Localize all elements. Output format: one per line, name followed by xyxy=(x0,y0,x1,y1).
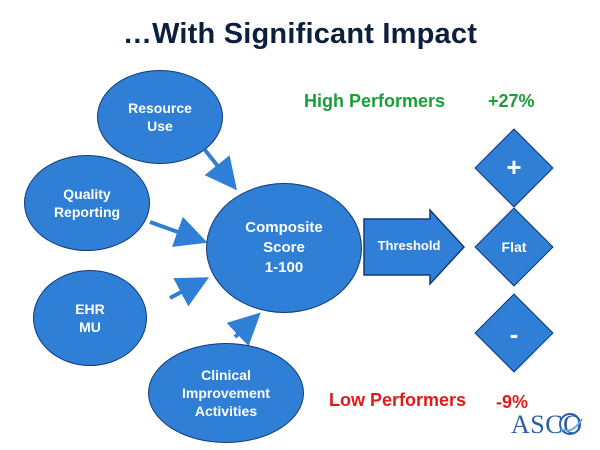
asco-logo-swoosh-icon xyxy=(559,413,583,435)
node-composite-score: Composite Score 1-100 xyxy=(206,183,362,313)
node-ehr-mu: EHR MU xyxy=(33,270,147,366)
threshold-arrow xyxy=(363,208,466,286)
low-performers-value: -9% xyxy=(496,392,529,412)
outcome-flat-label: Flat xyxy=(501,239,527,255)
node-quality-reporting: Quality Reporting xyxy=(24,155,150,251)
outcome-plus-label: + xyxy=(506,152,522,182)
threshold-label: Threshold xyxy=(377,238,441,253)
high-performers-label: High Performers xyxy=(304,91,446,111)
arrow-clinical-to-composite xyxy=(226,312,261,347)
high-performers-value: +27% xyxy=(488,91,535,111)
node-resource-use: Resource Use xyxy=(97,70,223,164)
slide-title: …With Significant Impact xyxy=(122,18,478,50)
outcome-minus-label: - xyxy=(509,319,519,349)
arrow-quality-to-composite xyxy=(149,216,208,247)
arrow-ehr-to-composite xyxy=(169,277,210,307)
arrow-resource-to-composite xyxy=(203,148,237,191)
node-clinical-improvement: Clinical Improvement Activities xyxy=(148,343,304,443)
low-performers-label: Low Performers xyxy=(329,390,467,410)
